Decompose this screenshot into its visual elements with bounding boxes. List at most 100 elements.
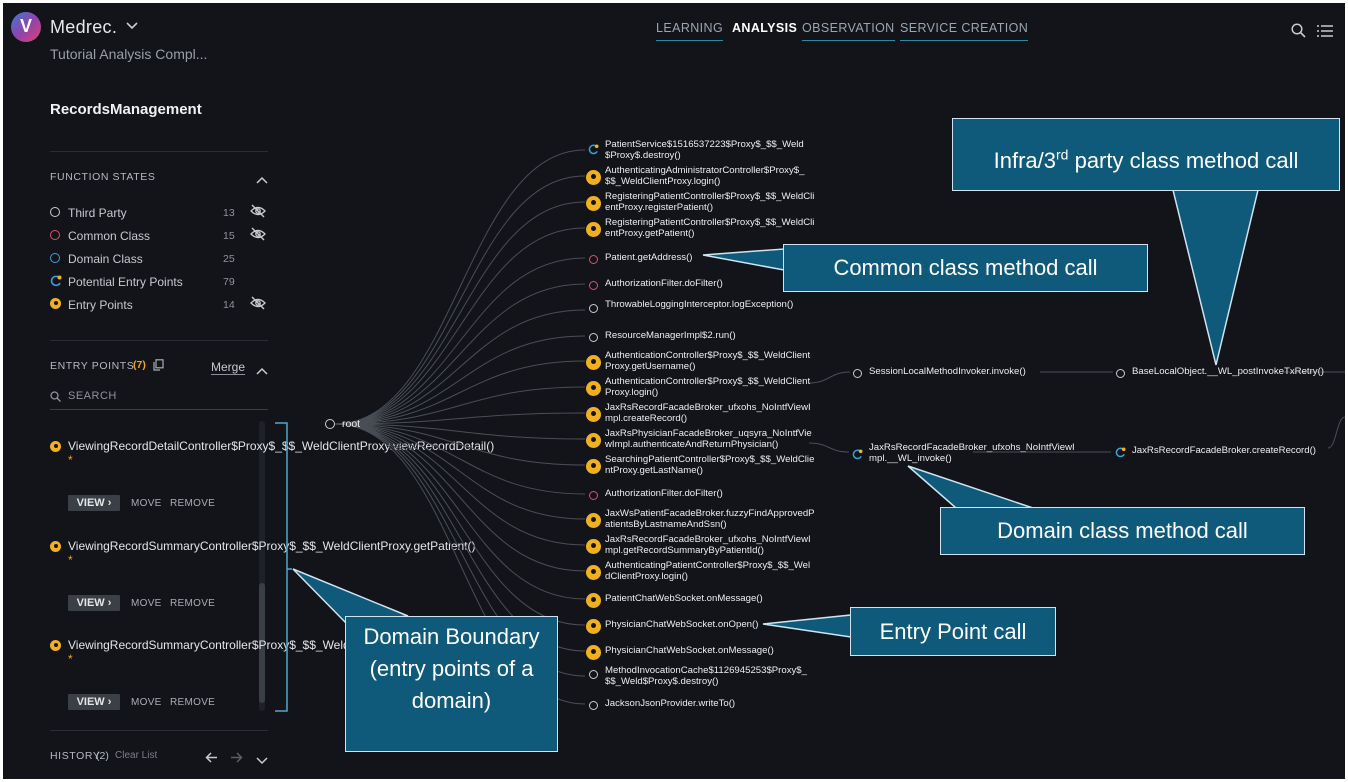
graph-node-label: JaxRsRecordFacadeBroker.createRecord() xyxy=(1132,445,1316,456)
root-node-icon[interactable] xyxy=(325,419,335,429)
arrow-left-icon[interactable] xyxy=(205,750,218,768)
graph-node[interactable]: JaxRsRecordFacadeBroker_ufxohs_NoIntfVie… xyxy=(852,442,1079,463)
graph-node[interactable]: PatientChatWebSocket.onMessage() xyxy=(586,593,763,608)
view-button[interactable]: VIEW › xyxy=(68,694,120,710)
graph-edge xyxy=(334,309,586,425)
entry-point-icon xyxy=(586,645,601,660)
graph-edge xyxy=(334,201,586,425)
move-button[interactable]: MOVE xyxy=(131,498,162,509)
remove-button[interactable]: REMOVE xyxy=(170,598,216,609)
graph-node[interactable]: JaxRsRecordFacadeBroker.createRecord() xyxy=(1115,445,1316,460)
view-button[interactable]: VIEW › xyxy=(68,595,120,611)
graph-node[interactable]: RegisteringPatientController$Proxy$_$$_W… xyxy=(586,217,815,238)
search-icon[interactable] xyxy=(1291,23,1306,38)
graph-node-label: ThrowableLoggingInterceptor.logException… xyxy=(605,299,794,310)
graph-node[interactable]: PhysicianChatWebSocket.onMessage() xyxy=(586,645,774,660)
graph-edge xyxy=(334,283,586,425)
graph-node[interactable]: AuthorizationFilter.doFilter() xyxy=(589,278,723,293)
graph-node[interactable]: MethodInvocationCache$1126945253$Proxy$_… xyxy=(589,665,815,686)
chevron-down-icon[interactable] xyxy=(126,17,138,33)
graph-edge xyxy=(334,423,586,466)
scrollbar-track[interactable] xyxy=(259,421,265,711)
graph-node[interactable]: AuthenticationController$Proxy$_$$_WeldC… xyxy=(586,376,815,397)
divider xyxy=(50,151,268,152)
graph-edge xyxy=(334,175,586,425)
eye-off-icon[interactable] xyxy=(250,227,266,241)
callout-infra: Infra/3rd party class method call xyxy=(952,118,1340,191)
graph-node[interactable]: JacksonJsonProvider.writeTo() xyxy=(589,698,735,713)
domain-boundary-bracket xyxy=(275,422,292,712)
tab-observation[interactable]: OBSERVATION xyxy=(802,21,895,41)
graph-edge xyxy=(334,335,586,425)
graph-node-label: AuthenticationController$Proxy$_$$_WeldC… xyxy=(605,350,811,372)
eye-off-icon[interactable] xyxy=(250,204,266,218)
graph-node-label: AuthenticatingPatientController$Proxy$_$… xyxy=(605,560,811,582)
divider xyxy=(50,409,268,410)
graph-node[interactable]: Patient.getAddress() xyxy=(589,252,692,267)
move-button[interactable]: MOVE xyxy=(131,697,162,708)
graph-node[interactable]: AuthorizationFilter.doFilter() xyxy=(589,488,723,503)
root-node-label[interactable]: root xyxy=(342,418,361,430)
list-item[interactable]: ViewingRecordSummaryController$Proxy$_$$… xyxy=(50,539,476,615)
graph-node[interactable]: PatientService$1516537223$Proxy$_$$_Weld… xyxy=(588,139,815,160)
graph-node[interactable]: SessionLocalMethodInvoker.invoke() xyxy=(853,366,1026,381)
graph-node[interactable]: AuthenticationController$Proxy$_$$_WeldC… xyxy=(586,350,815,371)
app-name[interactable]: Medrec. xyxy=(50,17,118,37)
graph-node[interactable]: BaseLocalObject.__WL_postInvokeTxRetry() xyxy=(1116,366,1324,381)
entry-point-icon xyxy=(586,170,601,185)
graph-edge xyxy=(334,423,586,440)
graph-edge xyxy=(334,423,586,600)
entry-point-icon xyxy=(586,619,601,634)
graph-node[interactable]: PhysicianChatWebSocket.onOpen() xyxy=(586,619,758,634)
graph-node[interactable]: SearchingPatientController$Proxy$_$$_Wel… xyxy=(586,454,815,475)
graph-node[interactable]: AuthenticatingPatientController$Proxy$_$… xyxy=(586,560,815,581)
page-title: RecordsManagement xyxy=(50,101,202,118)
divider xyxy=(50,340,268,341)
graph-node[interactable]: ResourceManagerImpl$2.run() xyxy=(589,330,736,345)
graph-node[interactable]: JaxRsRecordFacadeBroker_ufxohs_NoIntfVie… xyxy=(586,402,815,423)
graph-edge xyxy=(334,257,586,425)
app-logo[interactable]: V xyxy=(11,12,41,42)
graph-edge xyxy=(334,360,586,425)
eye-off-icon[interactable] xyxy=(250,296,266,310)
callout-domain-boundary: Domain Boundary (entry points of a domai… xyxy=(345,616,558,752)
graph-edge xyxy=(334,423,586,495)
chevron-up-icon[interactable] xyxy=(256,171,268,189)
remove-button[interactable]: REMOVE xyxy=(170,697,216,708)
merge-link[interactable]: Merge xyxy=(211,360,246,375)
history-count: (2) xyxy=(96,750,109,762)
graph-node[interactable]: RegisteringPatientController$Proxy$_$$_W… xyxy=(586,191,815,212)
tab-analysis[interactable]: ANALYSIS xyxy=(732,21,798,35)
clear-list-link[interactable]: Clear List xyxy=(115,750,158,761)
entry-points-count: (7) xyxy=(133,359,146,371)
list-item[interactable]: ViewingRecordDetailController$Proxy$_$$_… xyxy=(50,439,494,515)
tab-service-creation[interactable]: SERVICE CREATION xyxy=(900,21,1029,41)
graph-node[interactable]: AuthenticatingAdministratorController$Pr… xyxy=(586,165,815,186)
graph-node[interactable]: ThrowableLoggingInterceptor.logException… xyxy=(589,299,815,314)
graph-node-label: MethodInvocationCache$1126945253$Proxy$_… xyxy=(605,665,807,687)
entry-point-icon xyxy=(50,441,61,452)
graph-node[interactable]: JaxRsPhysicianFacadeBroker_uqsyra_NoIntf… xyxy=(586,428,815,449)
copy-icon[interactable] xyxy=(153,358,164,376)
move-button[interactable]: MOVE xyxy=(131,598,162,609)
remove-button[interactable]: REMOVE xyxy=(170,498,216,509)
entry-point-icon xyxy=(586,381,601,396)
graph-edge xyxy=(334,423,586,572)
graph-node-label: RegisteringPatientController$Proxy$_$$_W… xyxy=(605,217,815,239)
graph-node[interactable]: JaxWsPatientFacadeBroker.fuzzyFindApprov… xyxy=(586,508,815,529)
tab-learning[interactable]: LEARNING xyxy=(656,21,724,41)
graph-node-label: PhysicianChatWebSocket.onMessage() xyxy=(605,645,774,656)
arrow-right-icon[interactable] xyxy=(230,750,243,768)
callout-domain: Domain class method call xyxy=(940,507,1305,555)
scrollbar-thumb[interactable] xyxy=(259,583,265,703)
chevron-up-icon[interactable] xyxy=(256,362,268,380)
view-button[interactable]: VIEW › xyxy=(68,495,120,511)
potential-entry-icon xyxy=(588,144,599,155)
graph-node[interactable]: JaxRsRecordFacadeBroker_ufxohs_NoIntfVie… xyxy=(586,534,815,555)
graph-node-label: JaxRsRecordFacadeBroker_ufxohs_NoIntfVie… xyxy=(869,442,1075,464)
callout-entry-point: Entry Point call xyxy=(850,607,1056,656)
chevron-down-icon[interactable] xyxy=(256,752,268,770)
entry-points-search-input[interactable]: SEARCH xyxy=(68,390,117,402)
call-graph-edges xyxy=(334,149,1345,705)
list-menu-icon[interactable] xyxy=(1317,24,1333,38)
